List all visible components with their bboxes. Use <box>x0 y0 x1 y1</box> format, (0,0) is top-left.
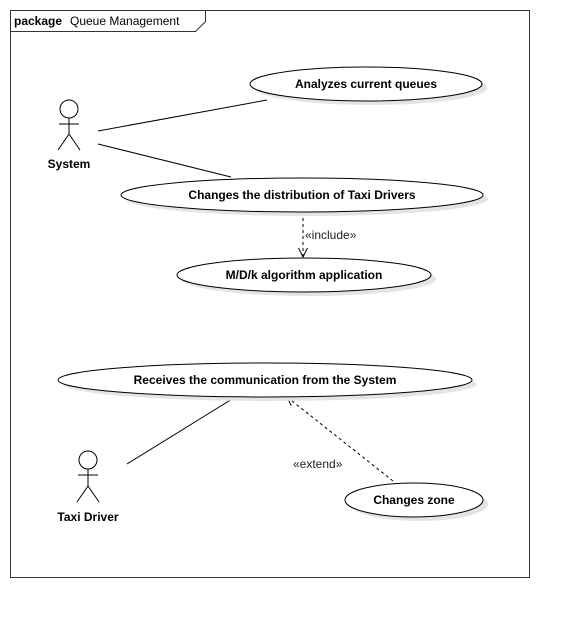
association-taxidriver-receives <box>126 395 238 465</box>
extend-label: «extend» <box>293 457 343 471</box>
actor-taxi-driver[interactable]: Taxi Driver <box>57 450 119 524</box>
actor-system[interactable]: System <box>48 99 91 171</box>
include-arrowhead <box>298 247 308 259</box>
association-system-analyzes <box>97 99 268 132</box>
actor-label: Taxi Driver <box>57 510 118 524</box>
stick-figure-icon <box>57 99 81 151</box>
actor-label: System <box>48 157 91 171</box>
stick-figure-icon <box>76 450 100 503</box>
use-case-label: M/D/k algorithm application <box>226 268 383 282</box>
use-case-mdk-algorithm[interactable]: M/D/k algorithm application <box>176 257 436 296</box>
use-case-changes-distribution[interactable]: Changes the distribution of Taxi Drivers <box>120 177 488 216</box>
use-case-analyzes-queues[interactable]: Analyzes current queues <box>249 66 487 105</box>
include-label: «include» <box>305 228 357 242</box>
association-system-changes-distribution <box>97 143 232 178</box>
use-case-label: Receives the communication from the Syst… <box>134 373 397 387</box>
use-case-label: Changes the distribution of Taxi Drivers <box>188 188 415 202</box>
package-keyword: package <box>14 14 62 28</box>
include-relationship: «include» <box>298 212 357 259</box>
package-tab <box>10 10 206 32</box>
use-case-changes-zone[interactable]: Changes zone <box>344 482 488 521</box>
use-case-label: Changes zone <box>373 493 455 507</box>
use-case-receives-communication[interactable]: Receives the communication from the Syst… <box>57 362 477 401</box>
use-case-label: Analyzes current queues <box>295 77 437 91</box>
package-name: Queue Management <box>70 14 180 28</box>
